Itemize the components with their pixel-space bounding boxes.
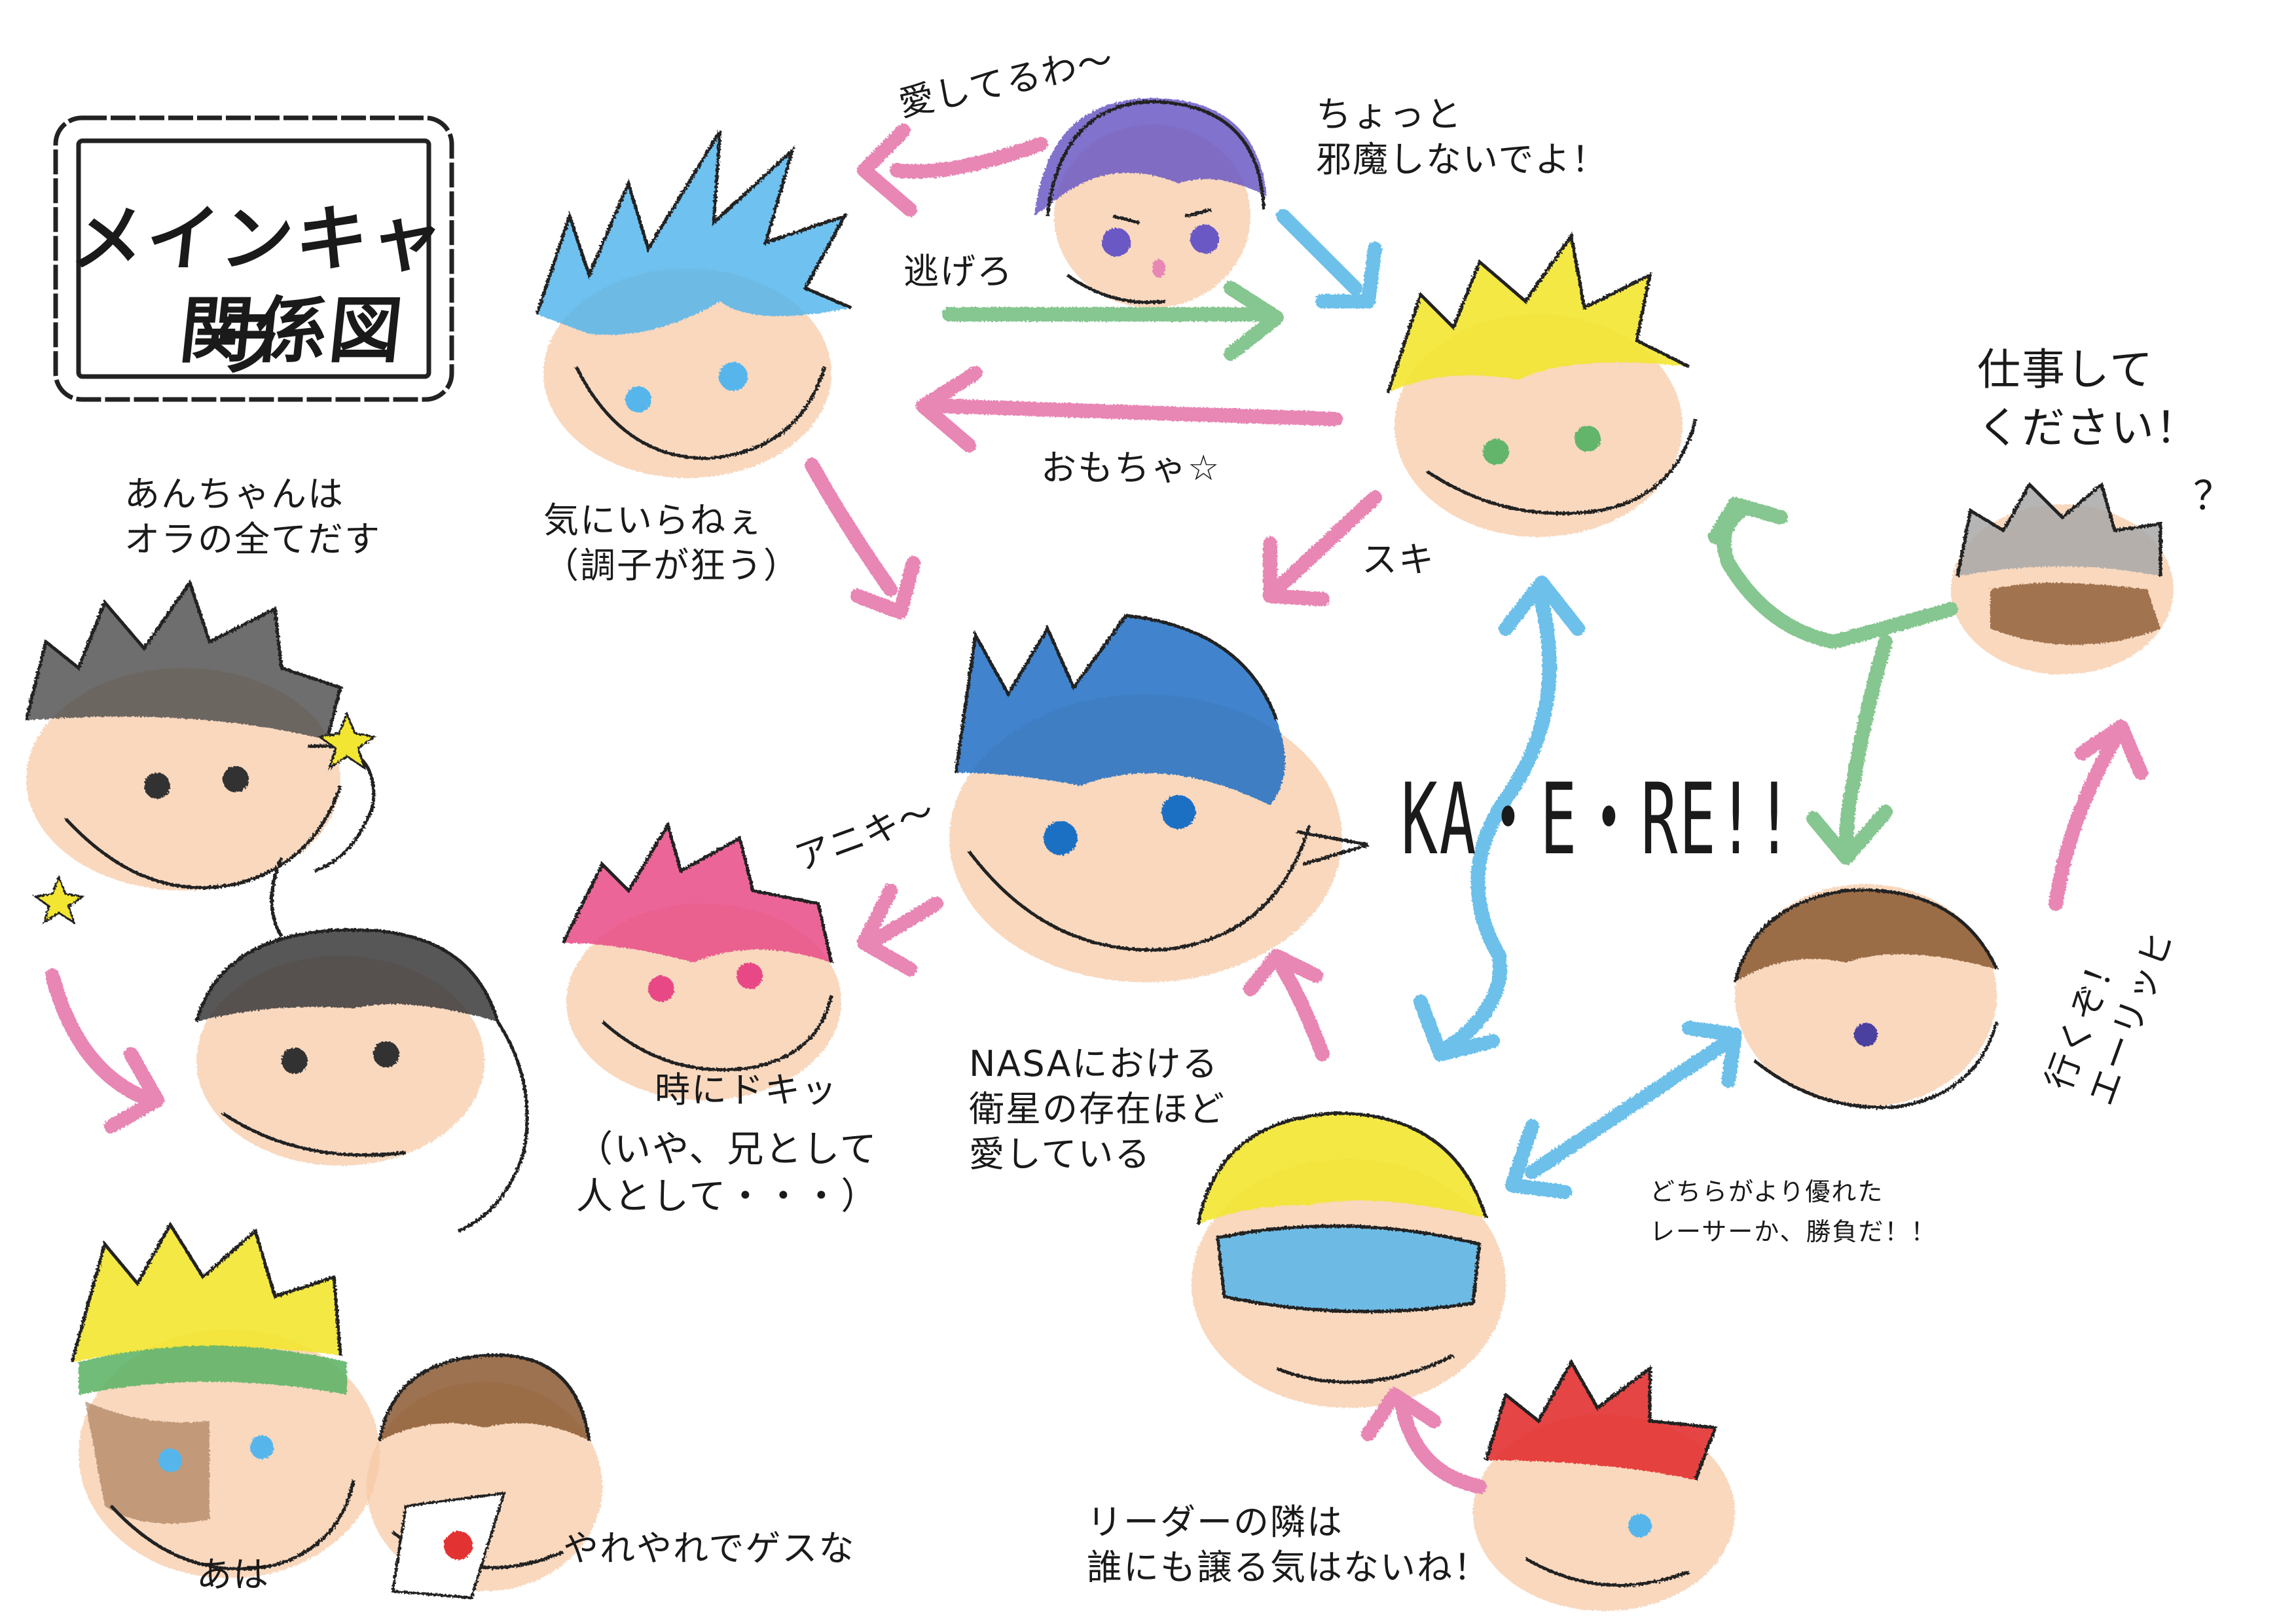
character-black-ponytail (194, 857, 529, 1233)
arrow-like (1263, 490, 1382, 606)
arrow-aniki (857, 883, 943, 976)
character-dark-blue-hair (949, 614, 1369, 982)
arrow-kaere (1413, 576, 1585, 1061)
arrow-run-away (942, 281, 1284, 361)
arrow-anchan (45, 969, 164, 1134)
character-blonde-goggles (1192, 1111, 1506, 1408)
arrow-toy (916, 366, 1343, 452)
title-box: メインキャラ 関係図 (56, 115, 452, 403)
label-kaere: KA・E・RE!! (1401, 763, 1795, 877)
arrows (45, 124, 2148, 1494)
character-gray-hair (1951, 481, 2174, 674)
character-pink-hair (561, 821, 841, 1100)
character-light-blue-hair (535, 130, 852, 478)
label-nasa: NASAにおける 衛星の存在ほど 愛している (969, 1043, 1226, 1175)
label-leader-side: リーダーの隣は 誰にも譲る気はないね！ (1087, 1502, 1490, 1589)
arrow-please-work (1708, 497, 1958, 865)
character-black-spiky-hair (24, 579, 377, 925)
label-like: スキ (1362, 539, 1435, 580)
character-yellow-hair-green-eyes (1386, 231, 1698, 537)
label-as-brother: （いや、兄として 人として・・・） (576, 1128, 879, 1218)
character-purple-hair (1034, 98, 1267, 308)
arrow-purple-to-yellow (1276, 209, 1382, 308)
label-toy: おもちゃ☆ (1041, 447, 1221, 489)
label-please-work: 仕事して ください！ (1977, 344, 2200, 454)
arrow-bothered (805, 458, 920, 619)
arrow-lets-go (2049, 720, 2148, 911)
label-dont-interfere: ちょっと 邪魔しないでよ！ (1316, 94, 1609, 181)
label-who-is-better: どちらがより優れた レーサーか、勝負だ！！ (1650, 1177, 1937, 1246)
arrow-race (1505, 1021, 1742, 1199)
character-yellow-bandana (70, 1221, 380, 1578)
arrow-leader-side (1361, 1388, 1487, 1494)
label-aha: あは (196, 1554, 270, 1595)
title-frame (53, 115, 454, 402)
character-red-hair (1473, 1358, 1735, 1611)
character-brown-hair-flag (367, 1353, 602, 1600)
label-question-mark: ？ (2193, 473, 2234, 519)
label-sometimes-doki: 時にドキッ (655, 1069, 838, 1111)
character-brown-hair (1733, 884, 1999, 1109)
title-line-2: 関係図 (175, 289, 409, 373)
arrow-purple-to-lightblue (857, 124, 1048, 217)
label-yareyare: やれやれでゲスな (563, 1528, 856, 1569)
label-anchan: あんちゃんは オラの全てだす (124, 473, 381, 561)
arrow-nasa (1243, 949, 1330, 1061)
label-bothered: 気にいらねぇ （調子が狂う） (543, 500, 800, 587)
label-run-away: 逃げろ (903, 251, 1013, 292)
